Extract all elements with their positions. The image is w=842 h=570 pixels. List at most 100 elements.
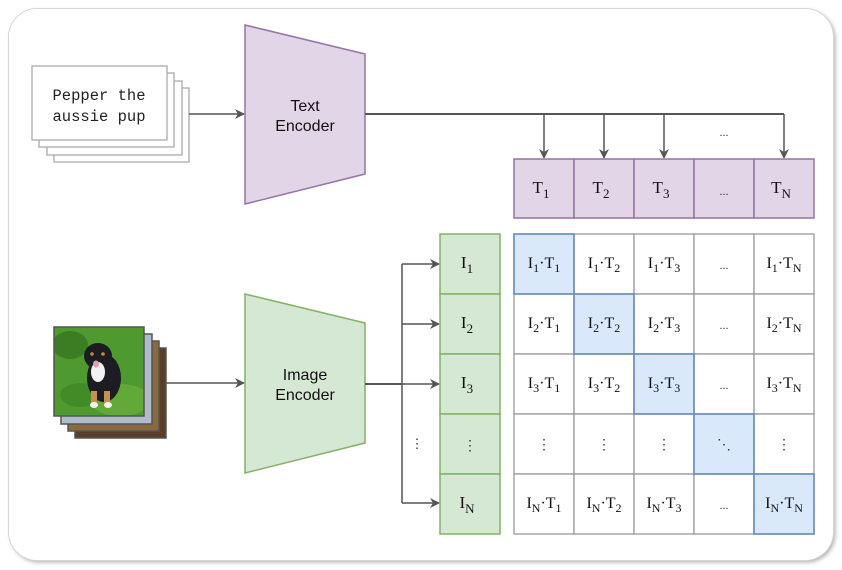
product-i: I [526,495,531,512]
matrix-cell-diagonal: I2·T2 [573,293,635,355]
image-embedding-label-base: I [461,253,467,272]
image-encoder-shape [244,293,366,474]
matrix-cell: ⋮ [513,413,575,475]
matrix-cell-diagonal: I1·T1 [513,233,575,295]
image-embedding-cell-box [439,233,501,295]
image-embedding-cell: ⋮ [439,413,501,475]
matrix-cell: I3·TN [753,353,815,415]
product-dot: · [659,255,664,272]
text-embedding-ellipsis: ... [720,184,729,198]
product-dot: · [778,315,783,332]
text-embedding-cell-box [573,158,635,219]
text-embedding-label-subscript: N [782,186,792,201]
product-i: I [646,495,651,512]
product-t: T [664,375,674,392]
product-i-subscript: 2 [772,321,778,335]
product-t: T [666,495,676,512]
text-input-line-1: Pepper the [52,87,145,105]
text-embedding-cell: ... [693,158,755,219]
product-dot: · [600,495,605,512]
product-dot: · [599,375,604,392]
text-embedding-label: T1 [533,178,550,201]
matrix-cell: I3·T1 [513,353,575,415]
matrix-cell-box [753,233,815,295]
image-embedding-label-subscript: 3 [467,381,474,396]
product-t: T [604,255,614,272]
product-t-subscript: 2 [614,261,620,275]
matrix-cell: I3·T2 [573,353,635,415]
image-encoder-label-1: Image [283,367,328,384]
image-embedding-cell: I1 [439,233,501,295]
matrix-cell-product: I3·TN [766,375,801,395]
text-embedding-cell: T2 [573,158,635,219]
product-dot: · [659,375,664,392]
product-i-subscript: 3 [772,381,778,395]
product-t-subscript: 1 [556,501,562,515]
product-t: T [783,375,793,392]
matrix-cell: ⋮ [753,413,815,475]
matrix-cell-product: IN·T3 [646,495,681,515]
matrix-diagonal-border [633,353,695,415]
text-embedding-label: T2 [593,178,610,201]
product-i-subscript: N [532,501,541,515]
matrix-cell-box [573,473,635,535]
product-t: T [664,315,674,332]
product-i-subscript: 1 [772,261,778,275]
text-embedding-cell-box [633,158,695,219]
text-embedding-label-base: T [653,178,664,197]
image-embedding-cell: I2 [439,293,501,355]
image-embedding-cell: I3 [439,353,501,415]
matrix-cell-box [753,353,815,415]
text-embedding-cell: TN [753,158,815,219]
matrix-cell: ... [693,353,755,415]
image-embedding-label-base: I [461,373,467,392]
product-i: I [528,375,533,392]
product-t-subscript: N [793,261,802,275]
matrix-cell-product: IN·TN [765,495,803,515]
text-arrows-ellipsis: ... [720,125,729,139]
matrix-cell: IN·T1 [513,473,575,535]
matrix-cell-box [633,473,695,535]
product-t: T [606,495,616,512]
product-i: I [528,315,533,332]
matrix-cell-product: I3·T2 [588,375,620,395]
product-t-subscript: 3 [676,501,682,515]
product-i: I [588,255,593,272]
image-embedding-label-subscript: 1 [467,261,474,276]
matrix-cell-diagonal: I3·T3 [633,353,695,415]
matrix-cell-box [693,233,755,295]
matrix-cell: ⋮ [573,413,635,475]
product-i-subscript: N [770,501,779,515]
product-i: I [648,315,653,332]
matrix-cell-ellipsis: ⋮ [657,438,671,453]
text-input-line-2: aussie pup [52,108,145,126]
product-t: T [784,495,794,512]
product-dot: · [659,315,664,332]
product-t-subscript: 2 [614,321,620,335]
matrix-cell-product: I3·T1 [528,375,560,395]
matrix-cell-diagonal: ⋱ [693,413,755,475]
product-i: I [588,315,593,332]
product-t: T [783,255,793,272]
product-t: T [604,315,614,332]
product-i-subscript: 3 [653,381,659,395]
product-dot: · [540,495,545,512]
image-embedding-cell-box [439,473,501,535]
matrix-cell-box [513,233,575,295]
product-t-subscript: N [793,381,802,395]
matrix-cell-box [633,293,695,355]
image-embedding-cell: IN [439,473,501,535]
product-t-subscript: 1 [554,381,560,395]
product-i: I [766,375,771,392]
text-embedding-cell: T3 [633,158,695,219]
matrix-cell-product: I1·TN [766,255,801,275]
image-arrows-ellipsis: ⋮ [411,436,424,451]
product-dot: · [779,495,784,512]
text-encoder-label-2: Encoder [275,118,335,135]
text-card-front [31,65,168,141]
matrix-cell-ellipsis: ⋮ [537,438,551,453]
matrix-diagonal-border [513,233,575,295]
text-embedding-label-subscript: 1 [543,186,550,201]
